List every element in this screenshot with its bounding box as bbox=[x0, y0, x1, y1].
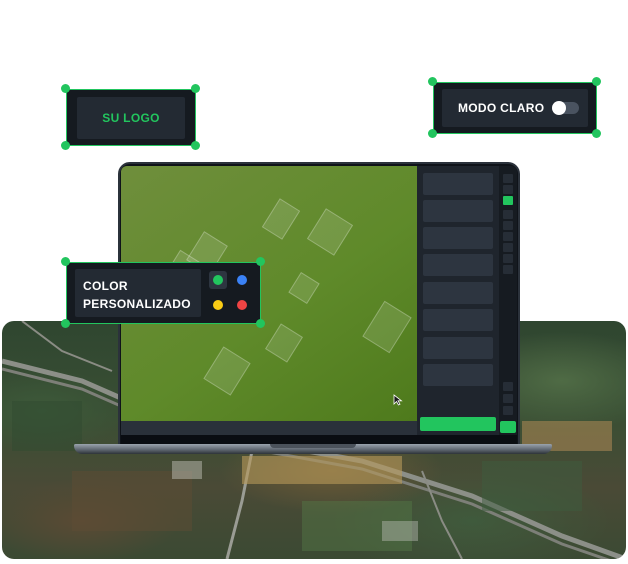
swatch-green[interactable] bbox=[209, 271, 227, 289]
color-label-line2: PERSONALIZADO bbox=[83, 297, 191, 311]
laptop-screen bbox=[121, 166, 517, 444]
sidebar-item[interactable] bbox=[423, 173, 493, 195]
rail-tool[interactable] bbox=[503, 185, 513, 194]
resize-handle[interactable] bbox=[61, 141, 70, 150]
resize-handle[interactable] bbox=[61, 257, 70, 266]
resize-handle[interactable] bbox=[61, 319, 70, 328]
map-polygon[interactable] bbox=[288, 271, 320, 305]
map-polygon[interactable] bbox=[203, 346, 251, 396]
color-swatches bbox=[207, 269, 253, 317]
toggle-knob bbox=[552, 101, 566, 115]
resize-handle[interactable] bbox=[256, 319, 265, 328]
resize-handle[interactable] bbox=[592, 77, 601, 86]
resize-handle[interactable] bbox=[256, 257, 265, 266]
laptop-base bbox=[74, 444, 552, 454]
sidebar-item[interactable] bbox=[423, 227, 493, 249]
rail-tool[interactable] bbox=[503, 221, 513, 230]
swatch-dot bbox=[237, 275, 247, 285]
resize-handle[interactable] bbox=[61, 84, 70, 93]
sidebar-item[interactable] bbox=[423, 309, 493, 331]
swatch-blue[interactable] bbox=[233, 271, 251, 289]
rail-tool[interactable] bbox=[503, 382, 513, 391]
rail-tool[interactable] bbox=[503, 254, 513, 263]
sidebar-item[interactable] bbox=[423, 337, 493, 359]
swatch-dot bbox=[237, 300, 247, 310]
color-label-panel: COLOR PERSONALIZADO bbox=[75, 269, 201, 317]
color-callout: COLOR PERSONALIZADO bbox=[66, 262, 261, 324]
rail-action-button[interactable] bbox=[500, 421, 516, 433]
resize-handle[interactable] bbox=[428, 129, 437, 138]
swatch-red[interactable] bbox=[233, 296, 251, 314]
sidebar-item[interactable] bbox=[423, 364, 493, 386]
map-polygon[interactable] bbox=[265, 323, 303, 363]
swatch-dot bbox=[213, 275, 223, 285]
logo-label: SU LOGO bbox=[102, 111, 160, 125]
color-label: COLOR PERSONALIZADO bbox=[83, 277, 191, 313]
resize-handle[interactable] bbox=[592, 129, 601, 138]
resize-handle[interactable] bbox=[428, 77, 437, 86]
mode-panel: MODO CLARO bbox=[442, 89, 588, 127]
screen-bezel-bottom bbox=[121, 435, 517, 444]
map-polygon[interactable] bbox=[362, 300, 412, 354]
map-footer-bar bbox=[121, 421, 417, 435]
mode-label: MODO CLARO bbox=[458, 101, 545, 115]
rail-tool[interactable] bbox=[503, 394, 513, 403]
logo-callout: SU LOGO bbox=[66, 89, 196, 146]
cursor-arrow-icon bbox=[393, 394, 403, 406]
resize-handle[interactable] bbox=[191, 141, 200, 150]
sidebar-item[interactable] bbox=[423, 254, 493, 276]
rail-tool[interactable] bbox=[503, 243, 513, 252]
mode-callout: MODO CLARO bbox=[433, 82, 597, 134]
resize-handle[interactable] bbox=[191, 84, 200, 93]
sidebar-action-button[interactable] bbox=[420, 417, 496, 431]
rail-tool[interactable] bbox=[503, 174, 513, 183]
rail-tool[interactable] bbox=[503, 406, 513, 415]
laptop-notch bbox=[270, 444, 356, 448]
logo-placeholder[interactable]: SU LOGO bbox=[77, 97, 185, 139]
tool-rail bbox=[499, 166, 517, 435]
layers-sidebar bbox=[417, 166, 499, 435]
rail-tool[interactable] bbox=[503, 232, 513, 241]
swatch-dot bbox=[213, 300, 223, 310]
rail-tool[interactable] bbox=[503, 210, 513, 219]
rail-tool-active[interactable] bbox=[503, 196, 513, 205]
sidebar-item[interactable] bbox=[423, 200, 493, 222]
map-polygon[interactable] bbox=[306, 208, 354, 256]
sidebar-item[interactable] bbox=[423, 282, 493, 304]
light-mode-toggle[interactable] bbox=[552, 101, 579, 115]
swatch-yellow[interactable] bbox=[209, 296, 227, 314]
map-polygon[interactable] bbox=[261, 198, 301, 240]
color-label-line1: COLOR bbox=[83, 279, 128, 293]
rail-tool[interactable] bbox=[503, 265, 513, 274]
